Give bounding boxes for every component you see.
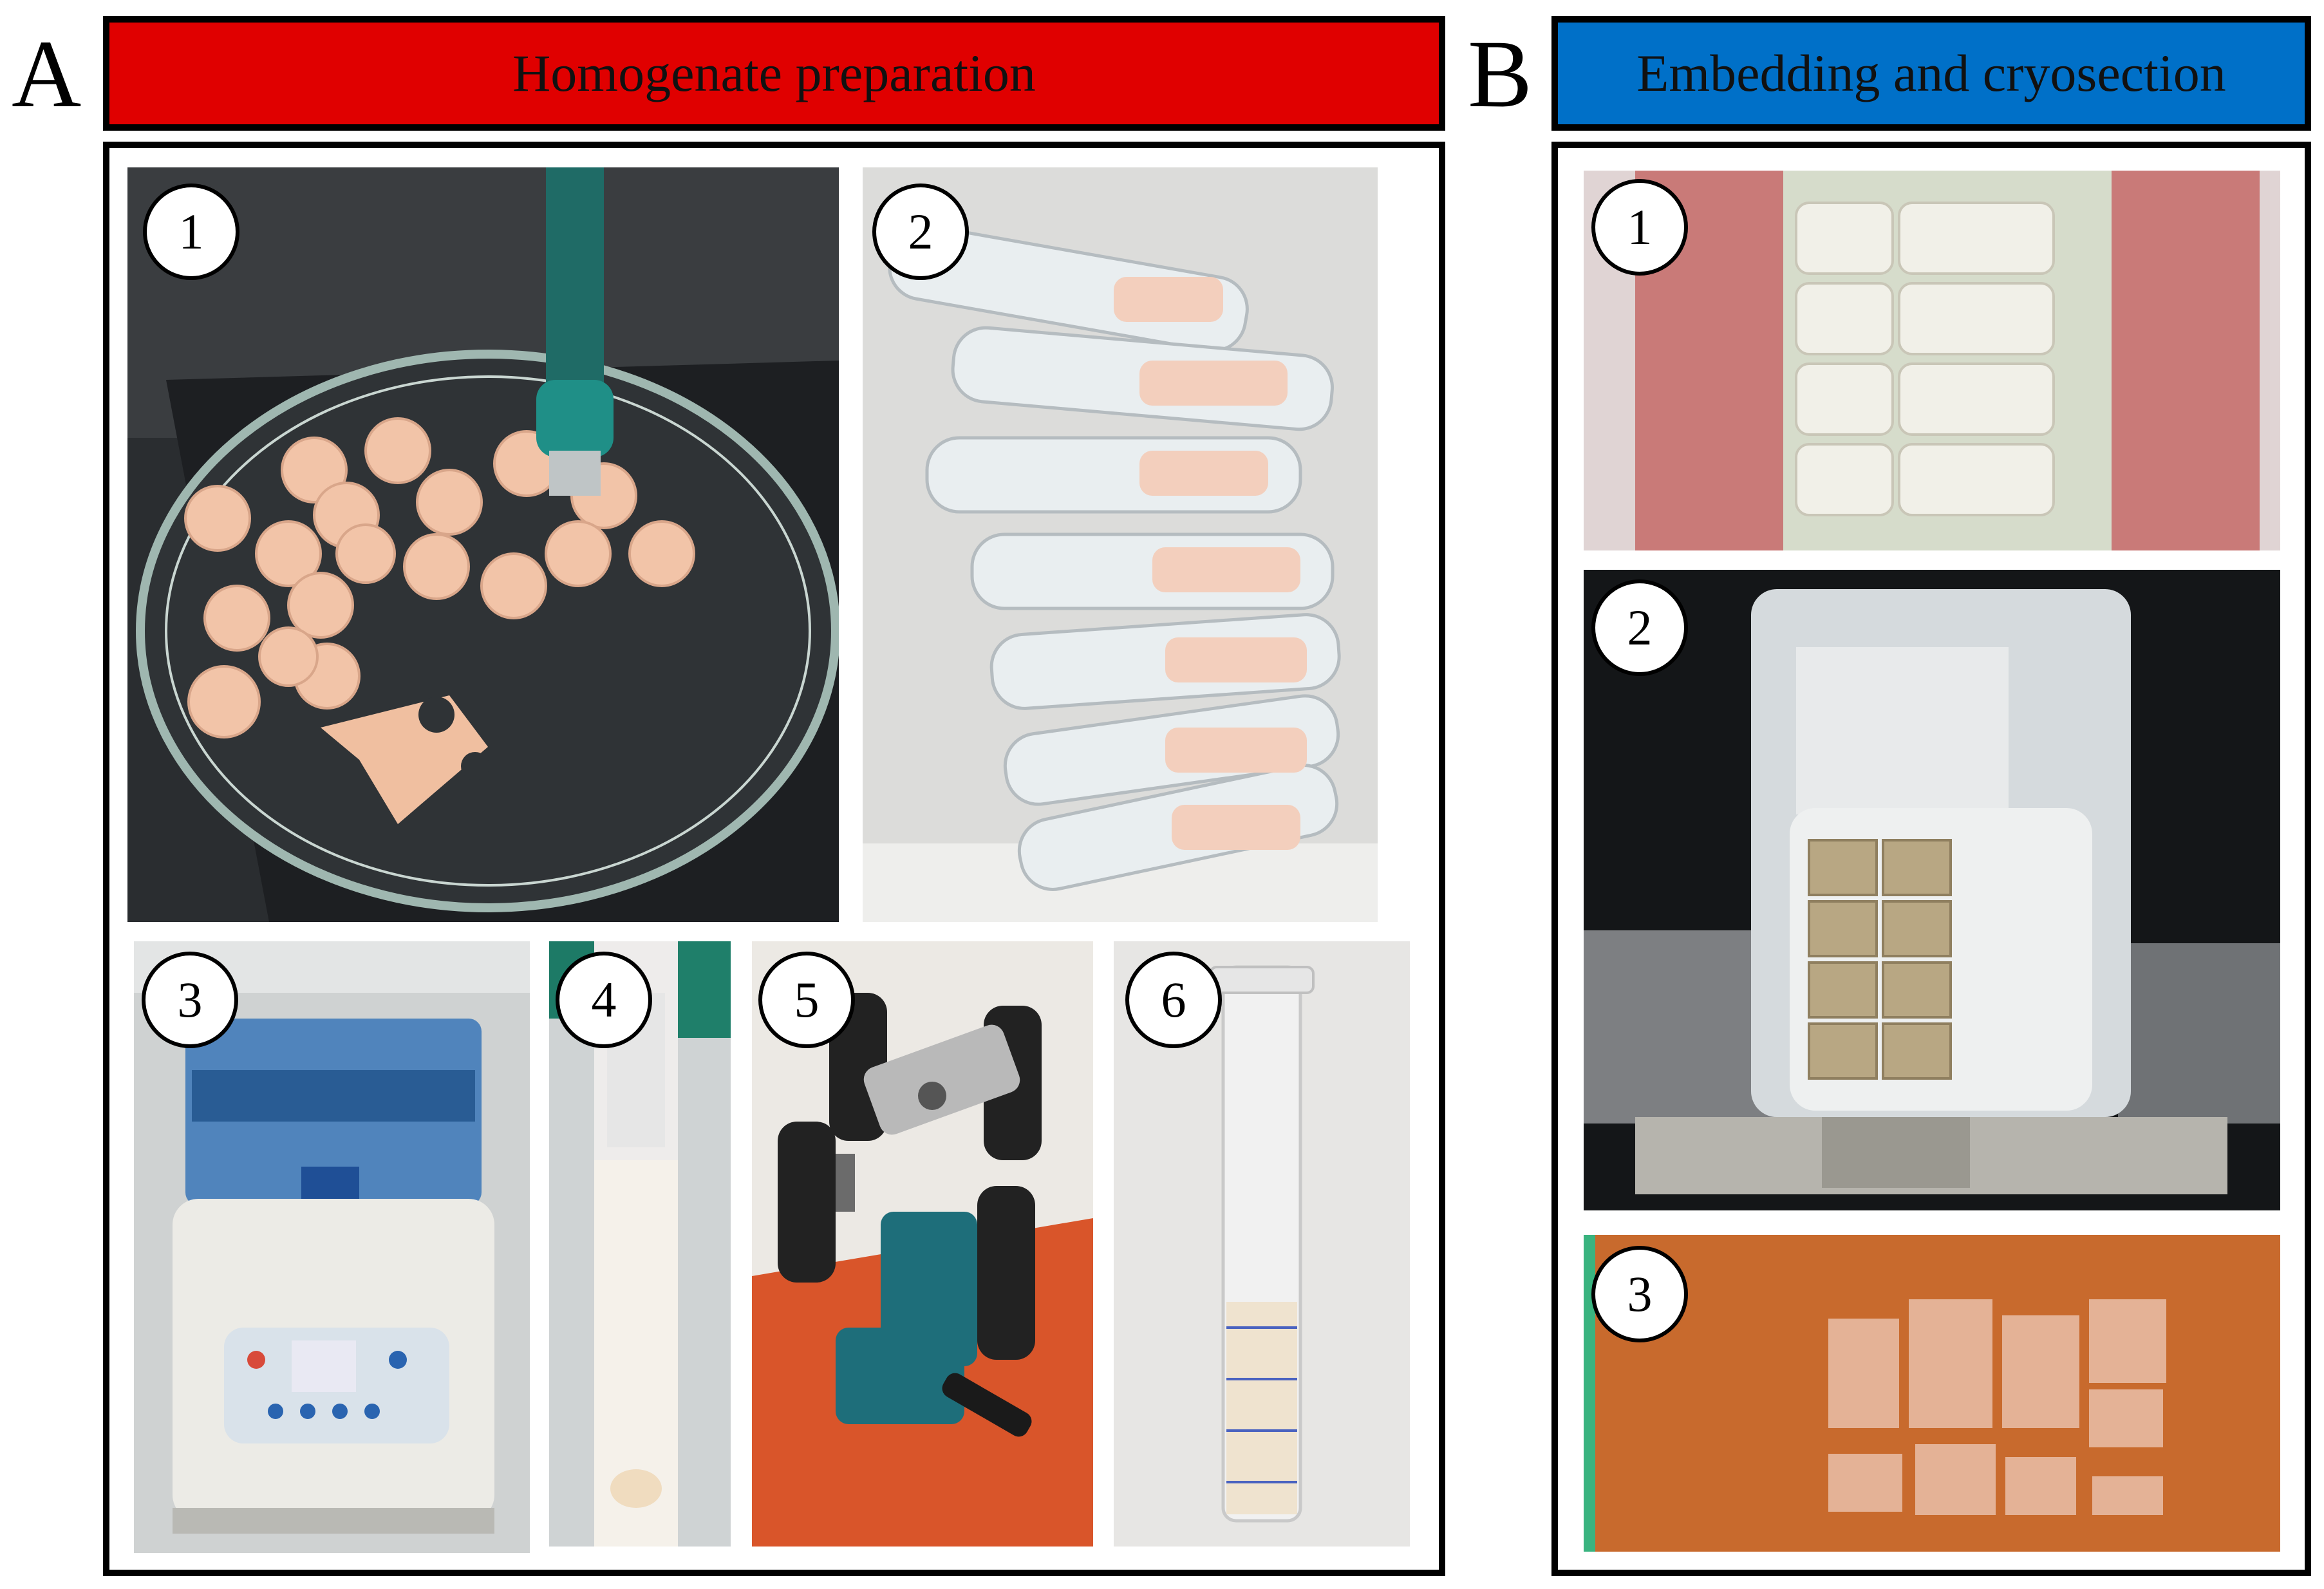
photo-a1-number: 1 <box>143 183 239 280</box>
panel-b-banner: Embedding and cryosection <box>1551 16 2311 131</box>
photo-b2-number: 2 <box>1591 579 1688 676</box>
photo-a5-number: 5 <box>758 952 855 1048</box>
panel-a-letter: A <box>12 21 82 127</box>
photo-b3-number: 3 <box>1591 1246 1688 1342</box>
panel-a-banner: Homogenate preparation <box>103 16 1445 131</box>
photo-b3-sections <box>1584 1235 2280 1552</box>
photo-a4-number: 4 <box>556 952 652 1048</box>
photo-a1-petri-dish <box>127 167 839 922</box>
photo-a3-number: 3 <box>142 952 238 1048</box>
panel-a-title: Homogenate preparation <box>512 44 1036 102</box>
panel-b-title: Embedding and cryosection <box>1636 44 2226 102</box>
photo-b1-embedding-mold <box>1584 171 2280 550</box>
photo-a4-homogenate-tube <box>549 941 731 1547</box>
photo-a5-rotor <box>752 941 1093 1547</box>
photo-b1-number: 1 <box>1591 179 1688 276</box>
panel-b-letter: B <box>1468 21 1533 127</box>
photo-b2-cryostat-block <box>1584 570 2280 1210</box>
photo-a2-tubes <box>863 167 1378 922</box>
photo-a6-number: 6 <box>1125 952 1222 1048</box>
photo-a2-number: 2 <box>872 183 969 280</box>
